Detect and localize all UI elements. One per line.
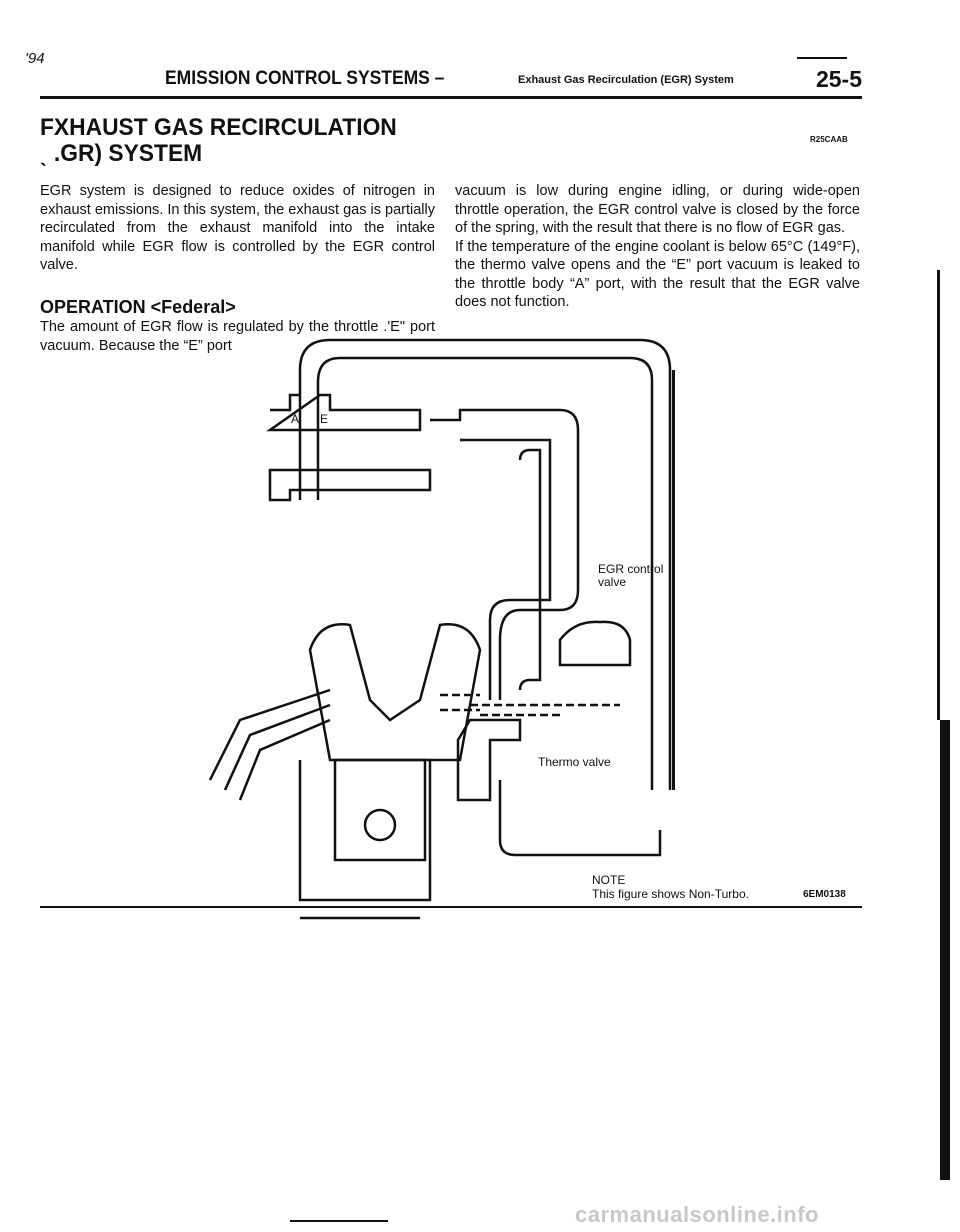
egr-valve-label: EGR control valve — [598, 562, 664, 589]
right-paragraph-1: vacuum is low during engine idling, or d… — [455, 183, 860, 236]
header-rule — [40, 96, 862, 99]
title-line-2: ˎ .GR) SYSTEM — [40, 140, 203, 167]
header-subsection: Exhaust Gas Recirculation (EGR) System — [518, 74, 734, 86]
page-number: 25-5 — [815, 66, 862, 92]
page-title: FXHAUST GAS RECIRCULATION ˎ .GR) SYSTEM — [40, 115, 397, 167]
vacuum-hose-outer — [298, 338, 672, 790]
title-line-1: FXHAUST GAS RECIRCULATION — [40, 114, 397, 141]
operation-heading: OPERATION <Federal> — [40, 297, 236, 317]
operation-text: The amount of EGR flow is regulated by t… — [40, 319, 435, 354]
scan-edge-bar — [940, 720, 950, 1180]
figure-code: 6EM0138 — [803, 889, 846, 900]
right-column: vacuum is low during engine idling, or d… — [455, 182, 860, 312]
page-header: EMISSION CONTROL SYSTEMS – Exhaust Gas R… — [40, 66, 862, 94]
figure-rule — [40, 906, 862, 908]
thermo-valve-label: Thermo valve — [538, 755, 611, 769]
engine-block — [298, 760, 432, 902]
port-e-label: E — [320, 412, 328, 426]
note-text: This figure shows Non-Turbo. — [592, 887, 749, 901]
connecting-rod-pin — [363, 808, 397, 842]
scan-mark — [797, 57, 847, 59]
header-section: EMISSION CONTROL SYSTEMS – — [165, 68, 445, 89]
right-paragraph-2: If the temperature of the engine coolant… — [455, 238, 860, 311]
intro-text: EGR system is designed to reduce oxides … — [40, 183, 435, 273]
watermark: carmanualsonline.info — [575, 1202, 819, 1227]
note-label: NOTE — [592, 873, 626, 887]
exhaust-manifold — [208, 688, 331, 801]
section-code: R25CAAB — [810, 135, 848, 144]
port-a-label: A — [291, 412, 299, 426]
throttle-body-lower — [268, 468, 432, 502]
corner-mark: '94 — [25, 50, 45, 67]
egr-control-valve — [558, 620, 632, 667]
note: NOTE This figure shows Non-Turbo. — [592, 873, 749, 901]
intake-manifold-pipe — [430, 408, 580, 700]
intro-paragraph: EGR system is designed to reduce oxides … — [40, 182, 435, 275]
thermo-valve — [456, 718, 522, 802]
piston — [333, 758, 427, 862]
operation-paragraph: The amount of EGR flow is regulated by t… — [40, 318, 435, 355]
throttle-body-upper — [266, 393, 422, 432]
cylinder-head — [308, 623, 482, 762]
thermo-hose — [498, 780, 662, 857]
